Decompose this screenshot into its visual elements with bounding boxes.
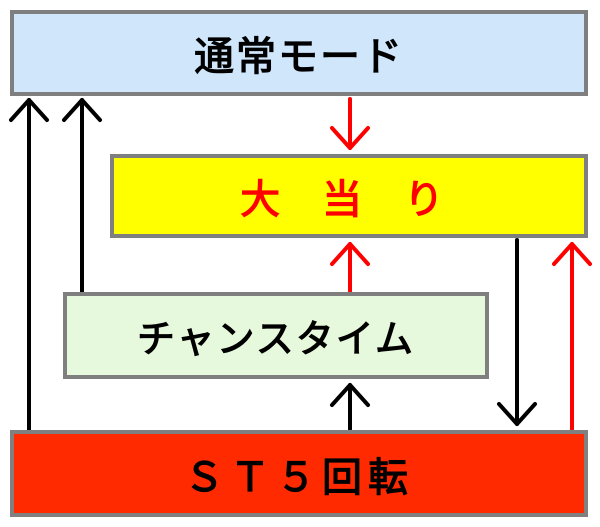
st5-box: ＳＴ５回転 bbox=[10, 430, 588, 517]
st5-label: ＳＴ５回転 bbox=[184, 454, 414, 501]
jackpot-label: 大 当 り bbox=[240, 177, 458, 223]
normal-mode-box: 通常モード bbox=[10, 10, 588, 96]
arrow-chance-time-to-normal-mode bbox=[62, 98, 102, 294]
arrow-st5-to-normal-mode bbox=[9, 98, 49, 432]
arrow-chance-time-to-jackpot bbox=[330, 242, 370, 293]
chance-time-box: チャンスタイム bbox=[63, 292, 489, 379]
normal-mode-label: 通常モード bbox=[194, 34, 404, 80]
arrow-jackpot-to-st5 bbox=[497, 238, 537, 426]
jackpot-box: 大 当 り bbox=[110, 154, 588, 238]
arrow-st5-to-chance-time bbox=[330, 383, 370, 431]
arrow-st5-to-jackpot bbox=[552, 242, 592, 431]
arrow-normal-mode-to-jackpot bbox=[330, 97, 370, 150]
chance-time-label: チャンスタイム bbox=[136, 317, 416, 361]
